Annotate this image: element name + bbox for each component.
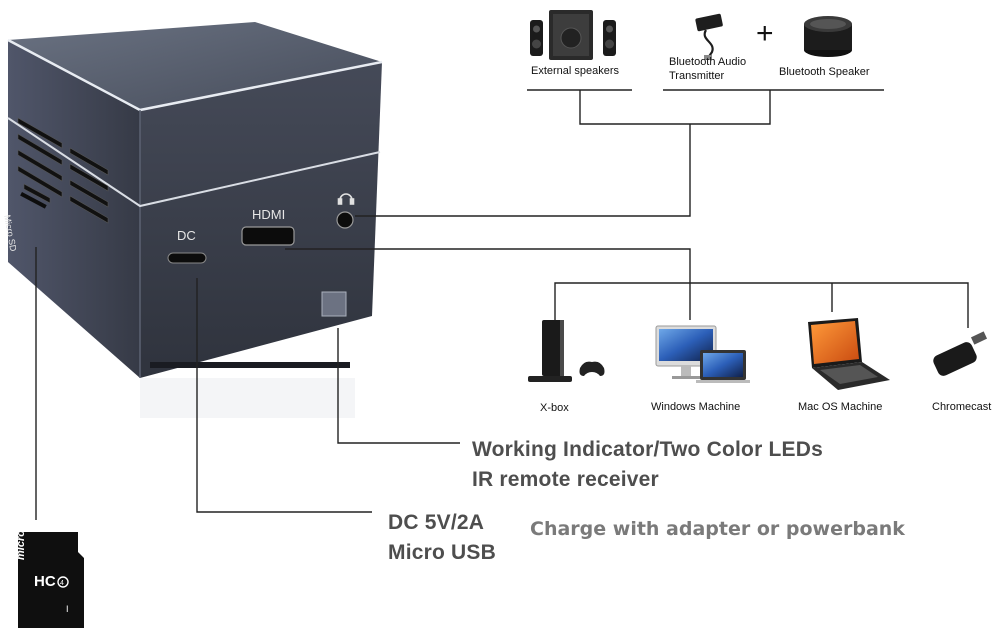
external-speakers-label: External speakers	[531, 65, 620, 77]
windows-machine-icon	[655, 325, 750, 383]
led-window	[321, 291, 347, 317]
mini-pc-cube	[7, 22, 383, 418]
sd-brand-text: micro SD	[15, 512, 27, 560]
external-speakers-icon	[530, 10, 616, 60]
dc-port	[167, 252, 207, 264]
led-callout-line-1: Working Indicator/Two Color LEDs	[472, 438, 823, 461]
connection-lines	[35, 89, 969, 520]
hdmi-port	[241, 226, 295, 246]
xbox-label: X-box	[540, 402, 569, 414]
dc-port-label: DC	[177, 228, 196, 243]
bt-transmitter-label-1: Bluetooth Audio	[669, 56, 747, 68]
bottom-vent	[150, 362, 350, 368]
mac-os-machine-icon	[808, 318, 890, 390]
sd-class-text: 4	[60, 580, 64, 587]
xbox-icon	[528, 320, 605, 382]
bluetooth-speaker-icon	[804, 16, 852, 57]
charge-callout: Charge with adapter or powerbank	[530, 518, 905, 540]
sd-type-text: HC	[34, 573, 56, 590]
side-vents	[17, 117, 109, 224]
power-callout-line-1: DC 5V/2A	[388, 511, 485, 534]
chromecast-label: Chromecast	[932, 401, 992, 413]
plus-sign: +	[756, 17, 774, 50]
hdmi-port-label: HDMI	[252, 207, 286, 222]
mac-machine-label: Mac OS Machine	[798, 401, 883, 413]
audio-jack	[336, 211, 354, 229]
windows-machine-label: Windows Machine	[651, 401, 741, 413]
headphone-icon	[337, 193, 355, 205]
chromecast-icon	[933, 331, 988, 376]
micro-sd-card: micro SD HC 4 I	[15, 512, 84, 628]
micro-sd-slot	[20, 192, 47, 209]
sd-roman-text: I	[66, 604, 69, 614]
bt-speaker-label: Bluetooth Speaker	[779, 66, 870, 78]
led-callout-line-2: IR remote receiver	[472, 468, 659, 491]
bt-transmitter-label-2: Transmitter	[669, 70, 725, 82]
bluetooth-transmitter-icon	[695, 13, 723, 60]
power-callout-line-2: Micro USB	[388, 541, 496, 564]
